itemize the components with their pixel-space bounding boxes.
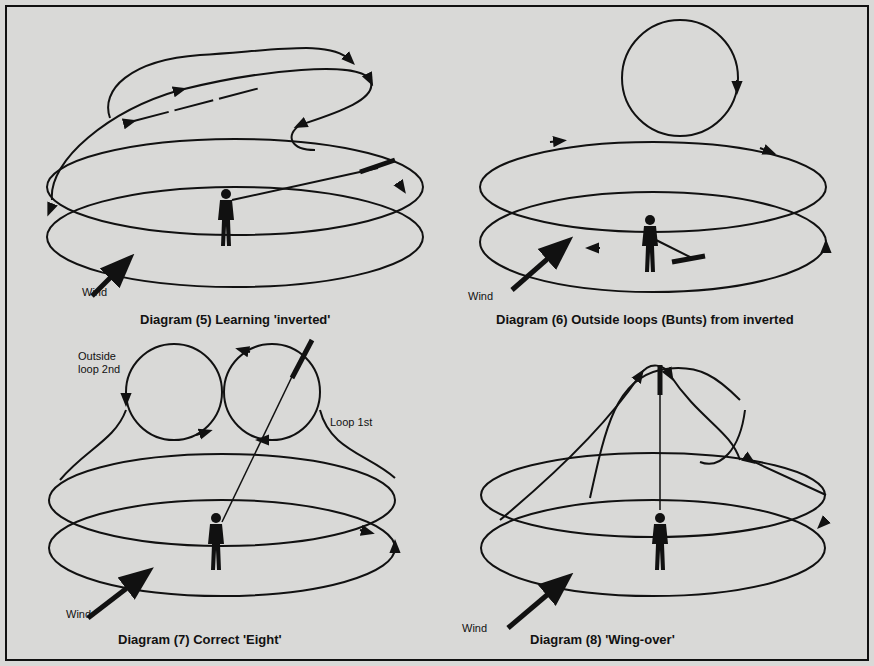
wind-label: Wind [66, 608, 91, 620]
wind-label: Wind [82, 286, 107, 298]
diagram-caption: Diagram (6) Outside loops (Bunts) from i… [496, 312, 794, 327]
loop-note: Outside loop 2nd [78, 350, 124, 375]
loop-note: Loop 1st [330, 416, 386, 429]
wind-label: Wind [468, 290, 493, 302]
diagram-caption: Diagram (8) 'Wing-over' [530, 632, 675, 647]
diagram-caption: Diagram (7) Correct 'Eight' [118, 632, 282, 647]
wind-label: Wind [462, 622, 487, 634]
diagram-caption: Diagram (5) Learning 'inverted' [140, 312, 330, 327]
